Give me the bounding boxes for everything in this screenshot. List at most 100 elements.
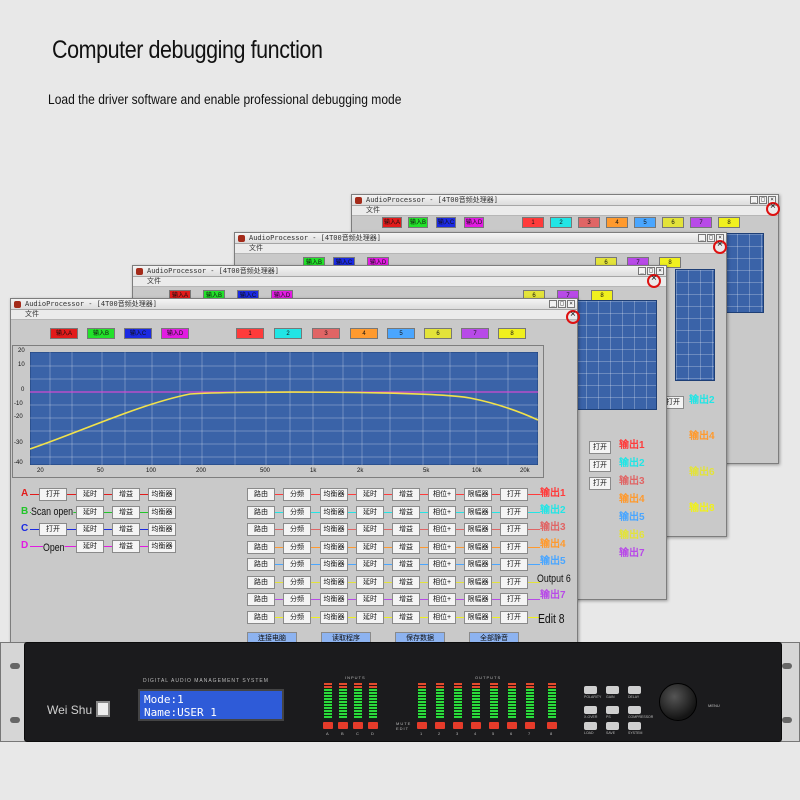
minimize-button[interactable]: _: [698, 234, 706, 242]
output-4-delay-button[interactable]: 延时: [356, 540, 384, 554]
output-2-eq-button[interactable]: 均衡器: [320, 505, 348, 519]
output-open-button-1[interactable]: 打开: [589, 441, 611, 454]
output-1-limiter-button[interactable]: 限幅器: [464, 488, 492, 501]
function-button[interactable]: [584, 722, 597, 730]
input-a-open-button[interactable]: 打开: [39, 488, 67, 501]
output-mute-button[interactable]: [547, 722, 557, 729]
function-button[interactable]: [606, 722, 619, 730]
output-7-open-button[interactable]: 打开: [500, 593, 528, 606]
output-5-phase-button[interactable]: 相位+: [428, 558, 456, 571]
input-d-delay-button[interactable]: 延时: [76, 540, 104, 553]
output-chip-2[interactable]: 2: [274, 328, 302, 339]
minimize-button[interactable]: _: [549, 300, 557, 308]
output-1-gain-button[interactable]: 增益: [392, 488, 420, 501]
input-b-eq-button[interactable]: 均衡器: [148, 506, 176, 519]
output-chip-3[interactable]: 3: [578, 217, 600, 228]
output-chip-2[interactable]: 2: [550, 217, 572, 228]
frequency-response-graph[interactable]: [30, 352, 538, 465]
input-mute-button[interactable]: [368, 722, 378, 729]
input-chip-a[interactable]: 输入A: [382, 217, 402, 228]
output-2-phase-button[interactable]: 相位+: [428, 505, 456, 519]
function-button[interactable]: [628, 686, 641, 694]
output-7-delay-button[interactable]: 延时: [356, 593, 384, 606]
function-button[interactable]: [628, 706, 641, 714]
output-open-button-3[interactable]: 打开: [589, 477, 611, 490]
output-4-route-button[interactable]: 路由: [247, 540, 275, 554]
function-button[interactable]: [584, 686, 597, 694]
close-button[interactable]: ×: [567, 300, 575, 308]
output-mute-button[interactable]: [471, 722, 481, 729]
output-chip-6[interactable]: 6: [424, 328, 452, 339]
output-8-open-button[interactable]: 打开: [500, 610, 528, 624]
output-3-open-button[interactable]: 打开: [500, 523, 528, 536]
input-chip-c[interactable]: 输入C: [436, 217, 456, 228]
output-1-phase-button[interactable]: 相位+: [428, 488, 456, 501]
output-1-crossover-button[interactable]: 分频: [283, 488, 311, 501]
output-6-eq-button[interactable]: 均衡器: [320, 575, 348, 589]
minimize-button[interactable]: _: [638, 267, 646, 275]
input-chip-a[interactable]: 输入A: [50, 328, 78, 339]
output-chip-1[interactable]: 1: [236, 328, 264, 339]
output-5-delay-button[interactable]: 延时: [356, 558, 384, 571]
input-mute-button[interactable]: [338, 722, 348, 729]
function-button[interactable]: [628, 722, 641, 730]
output-3-limiter-button[interactable]: 限幅器: [464, 523, 492, 536]
input-a-gain-button[interactable]: 增益: [112, 488, 140, 501]
input-c-delay-button[interactable]: 延时: [76, 523, 104, 536]
output-6-open-button[interactable]: 打开: [500, 575, 528, 589]
output-6-phase-button[interactable]: 相位+: [428, 575, 456, 589]
output-4-crossover-button[interactable]: 分频: [283, 540, 311, 554]
output-7-crossover-button[interactable]: 分频: [283, 593, 311, 606]
output-8-eq-button[interactable]: 均衡器: [320, 610, 348, 624]
input-a-eq-button[interactable]: 均衡器: [148, 488, 176, 501]
output-7-limiter-button[interactable]: 限幅器: [464, 593, 492, 606]
input-a-delay-button[interactable]: 延时: [76, 488, 104, 501]
output-3-delay-button[interactable]: 延时: [356, 523, 384, 536]
output-chip-4[interactable]: 4: [606, 217, 628, 228]
output-3-gain-button[interactable]: 增益: [392, 523, 420, 536]
input-chip-c[interactable]: 输入C: [124, 328, 152, 339]
output-4-phase-button[interactable]: 相位+: [428, 540, 456, 554]
output-mute-button[interactable]: [453, 722, 463, 729]
output-5-eq-button[interactable]: 均衡器: [320, 558, 348, 571]
output-8-phase-button[interactable]: 相位+: [428, 610, 456, 624]
output-2-limiter-button[interactable]: 限幅器: [464, 505, 492, 519]
function-button[interactable]: [584, 706, 597, 714]
output-2-route-button[interactable]: 路由: [247, 505, 275, 519]
output-3-route-button[interactable]: 路由: [247, 523, 275, 536]
output-open-button-1[interactable]: 打开: [662, 396, 684, 409]
input-chip-d[interactable]: 输入D: [161, 328, 189, 339]
output-mute-button[interactable]: [417, 722, 427, 729]
output-8-crossover-button[interactable]: 分频: [283, 610, 311, 624]
input-chip-d[interactable]: 输入D: [464, 217, 484, 228]
output-2-open-button[interactable]: 打开: [500, 505, 528, 519]
output-3-phase-button[interactable]: 相位+: [428, 523, 456, 536]
maximize-button[interactable]: □: [558, 300, 566, 308]
output-6-gain-button[interactable]: 增益: [392, 575, 420, 589]
output-8-route-button[interactable]: 路由: [247, 610, 275, 624]
input-d-eq-button[interactable]: 均衡器: [148, 540, 176, 553]
output-6-delay-button[interactable]: 延时: [356, 575, 384, 589]
output-5-limiter-button[interactable]: 限幅器: [464, 558, 492, 571]
output-7-route-button[interactable]: 路由: [247, 593, 275, 606]
input-mute-button[interactable]: [353, 722, 363, 729]
output-chip-8[interactable]: 8: [498, 328, 526, 339]
output-chip-4[interactable]: 4: [350, 328, 378, 339]
output-3-crossover-button[interactable]: 分频: [283, 523, 311, 536]
output-chip-3[interactable]: 3: [312, 328, 340, 339]
menu-knob[interactable]: [659, 683, 697, 721]
function-button[interactable]: [606, 706, 619, 714]
maximize-button[interactable]: □: [759, 196, 767, 204]
input-chip-b[interactable]: 输入B: [408, 217, 428, 228]
output-chip-7[interactable]: 7: [690, 217, 712, 228]
output-1-eq-button[interactable]: 均衡器: [320, 488, 348, 501]
output-chip-5[interactable]: 5: [634, 217, 656, 228]
maximize-button[interactable]: □: [707, 234, 715, 242]
output-7-eq-button[interactable]: 均衡器: [320, 593, 348, 606]
output-6-limiter-button[interactable]: 限幅器: [464, 575, 492, 589]
output-5-crossover-button[interactable]: 分频: [283, 558, 311, 571]
input-chip-b[interactable]: 输入B: [87, 328, 115, 339]
output-6-route-button[interactable]: 路由: [247, 575, 275, 589]
output-4-gain-button[interactable]: 增益: [392, 540, 420, 554]
output-8-delay-button[interactable]: 延时: [356, 610, 384, 624]
